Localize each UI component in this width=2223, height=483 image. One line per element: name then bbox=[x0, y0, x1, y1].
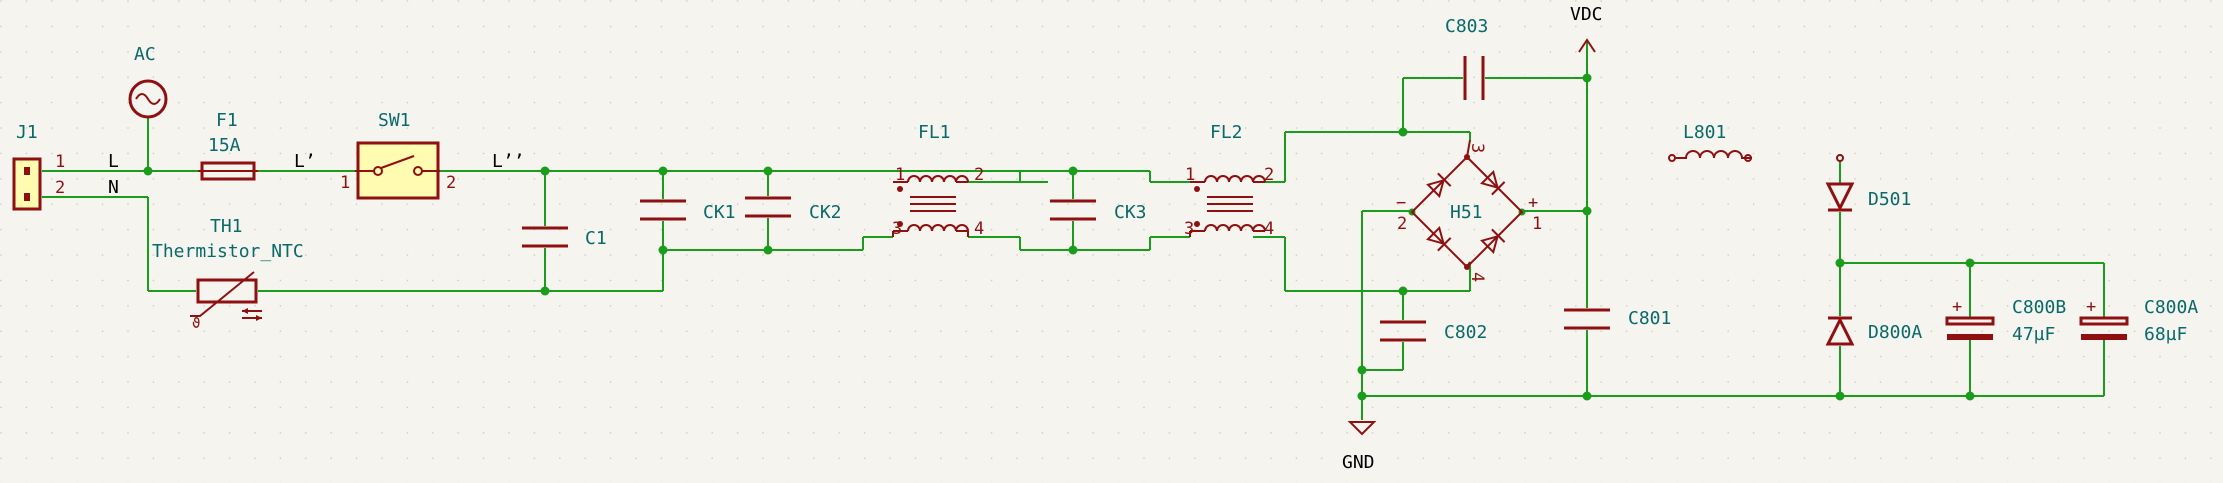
capacitor-ck1-ref: CK1 bbox=[703, 202, 736, 223]
capacitor-c802-ref: C802 bbox=[1444, 322, 1487, 343]
capacitor-c800a-ref: C800A bbox=[2144, 297, 2198, 318]
choke-fl1-pin-4: 4 bbox=[974, 219, 984, 239]
capacitor-ck2-ref: CK2 bbox=[809, 202, 842, 223]
arrow-up-icon bbox=[1578, 38, 1596, 53]
capacitor-c800b-ref: C800B bbox=[2012, 297, 2066, 318]
ac-source-ref: AC bbox=[134, 44, 156, 65]
thermistor-th1[interactable]: ϑ TH1 Thermistor_NTC bbox=[152, 216, 304, 332]
diode-d800a[interactable]: D800A bbox=[1825, 316, 1922, 346]
net-label-l: L bbox=[108, 151, 119, 172]
fuse-f1-ref: F1 bbox=[216, 110, 238, 131]
bridge-rectifier-h51-pin-3: 3 bbox=[1467, 143, 1487, 153]
capacitor-ck3[interactable]: CK3 bbox=[1050, 199, 1147, 223]
sine-wave-icon bbox=[135, 93, 161, 105]
connector-j1-pin-block bbox=[24, 193, 30, 201]
bridge-rectifier-h51-minus: − bbox=[1396, 193, 1406, 213]
capacitor-c1-ref: C1 bbox=[585, 228, 607, 249]
choke-fl2-pin-4: 4 bbox=[1264, 219, 1274, 239]
connector-j1-pin-1: 1 bbox=[55, 152, 65, 172]
inductor-l801-ref: L801 bbox=[1683, 122, 1726, 143]
diode-d800a-ref: D800A bbox=[1868, 322, 1922, 343]
thermistor-th1-ref: TH1 bbox=[210, 216, 243, 237]
capacitor-c800a-plus: + bbox=[2086, 297, 2096, 317]
choke-fl2[interactable]: FL2 1 2 3 4 bbox=[1184, 122, 1274, 239]
inductor-l801[interactable]: L801 bbox=[1668, 122, 1752, 162]
choke-fl2-pin-1: 1 bbox=[1185, 165, 1195, 185]
switch-sw1-lever bbox=[380, 155, 415, 169]
choke-fl2-pin-3: 3 bbox=[1184, 219, 1194, 239]
thermistor-th1-value: Thermistor_NTC bbox=[152, 241, 304, 262]
thermistor-th1-body bbox=[196, 278, 258, 304]
bridge-rectifier-h51[interactable]: H51 1 2 3 4 + − bbox=[1396, 139, 1542, 282]
capacitor-c800b-plus: + bbox=[1952, 297, 1962, 317]
capacitor-ck3-ref: CK3 bbox=[1114, 202, 1147, 223]
choke-fl1[interactable]: FL1 1 2 3 4 bbox=[892, 122, 984, 239]
choke-fl2-pin-2: 2 bbox=[1264, 165, 1274, 185]
capacitor-c803[interactable]: C803 bbox=[1445, 16, 1488, 100]
capacitor-c802[interactable]: C802 bbox=[1380, 320, 1487, 343]
switch-sw1-pin-2: 2 bbox=[446, 173, 456, 193]
net-label-l-double-prime: L’’ bbox=[492, 151, 525, 172]
capacitor-c800b[interactable]: + C800B 47µF bbox=[1945, 297, 2066, 345]
fuse-f1[interactable]: F1 15A bbox=[198, 110, 258, 181]
thermistor-th1-mark: ϑ bbox=[192, 316, 200, 332]
capacitor-c801[interactable]: C801 bbox=[1564, 308, 1671, 330]
bridge-rectifier-h51-ref: H51 bbox=[1450, 202, 1483, 223]
connector-j1-pin-block bbox=[24, 167, 30, 175]
wires bbox=[42, 40, 2105, 420]
choke-fl1-pin-2: 2 bbox=[974, 165, 984, 185]
power-flag-gnd[interactable]: GND bbox=[1342, 421, 1377, 473]
capacitor-ck1[interactable]: CK1 bbox=[640, 199, 736, 223]
capacitor-ck2[interactable]: CK2 bbox=[745, 196, 842, 223]
bridge-rectifier-h51-pin-4: 4 bbox=[1467, 272, 1487, 282]
bridge-rectifier-h51-pin-2: 2 bbox=[1397, 214, 1407, 234]
choke-fl2-ref: FL2 bbox=[1210, 122, 1243, 143]
diode-d501-ref: D501 bbox=[1868, 189, 1911, 210]
ground-icon bbox=[1347, 421, 1377, 436]
bridge-rectifier-h51-plus: + bbox=[1528, 193, 1538, 213]
switch-sw1-ref: SW1 bbox=[378, 110, 411, 131]
junctions bbox=[143, 73, 1975, 401]
switch-sw1-pin-1: 1 bbox=[340, 173, 350, 193]
choke-fl1-pin-1: 1 bbox=[895, 165, 905, 185]
net-label-l-prime: L’ bbox=[294, 151, 316, 172]
choke-fl1-ref: FL1 bbox=[918, 122, 951, 143]
capacitor-c1[interactable]: C1 bbox=[522, 226, 607, 249]
connector-j1-pin-2: 2 bbox=[55, 178, 65, 198]
choke-fl1-pin-3: 3 bbox=[892, 219, 902, 239]
connector-j1-ref: J1 bbox=[16, 122, 38, 143]
diode-d501[interactable]: D501 bbox=[1825, 154, 1911, 212]
bridge-rectifier-h51-pin-1: 1 bbox=[1532, 214, 1542, 234]
net-label-gnd: GND bbox=[1342, 452, 1375, 473]
capacitor-c803-ref: C803 bbox=[1445, 16, 1488, 37]
ac-source-circle bbox=[128, 79, 168, 119]
capacitor-c801-ref: C801 bbox=[1628, 308, 1671, 329]
connector-j1-body bbox=[12, 157, 42, 211]
connector-j1[interactable]: J1 1 2 bbox=[12, 122, 65, 211]
thermistor-th1-slash bbox=[190, 271, 255, 317]
capacitor-c800a[interactable]: + C800A 68µF bbox=[2079, 297, 2198, 345]
fuse-f1-value: 15A bbox=[208, 135, 241, 156]
switch-sw1[interactable]: SW1 1 2 bbox=[340, 110, 456, 200]
capacitor-c800b-value: 47µF bbox=[2012, 324, 2055, 345]
capacitor-c800a-value: 68µF bbox=[2144, 324, 2187, 345]
net-label-n: N bbox=[108, 177, 119, 198]
net-label-vdc: VDC bbox=[1570, 4, 1603, 25]
power-flag-vdc[interactable]: VDC bbox=[1570, 4, 1603, 53]
ac-source[interactable]: AC bbox=[128, 44, 168, 119]
